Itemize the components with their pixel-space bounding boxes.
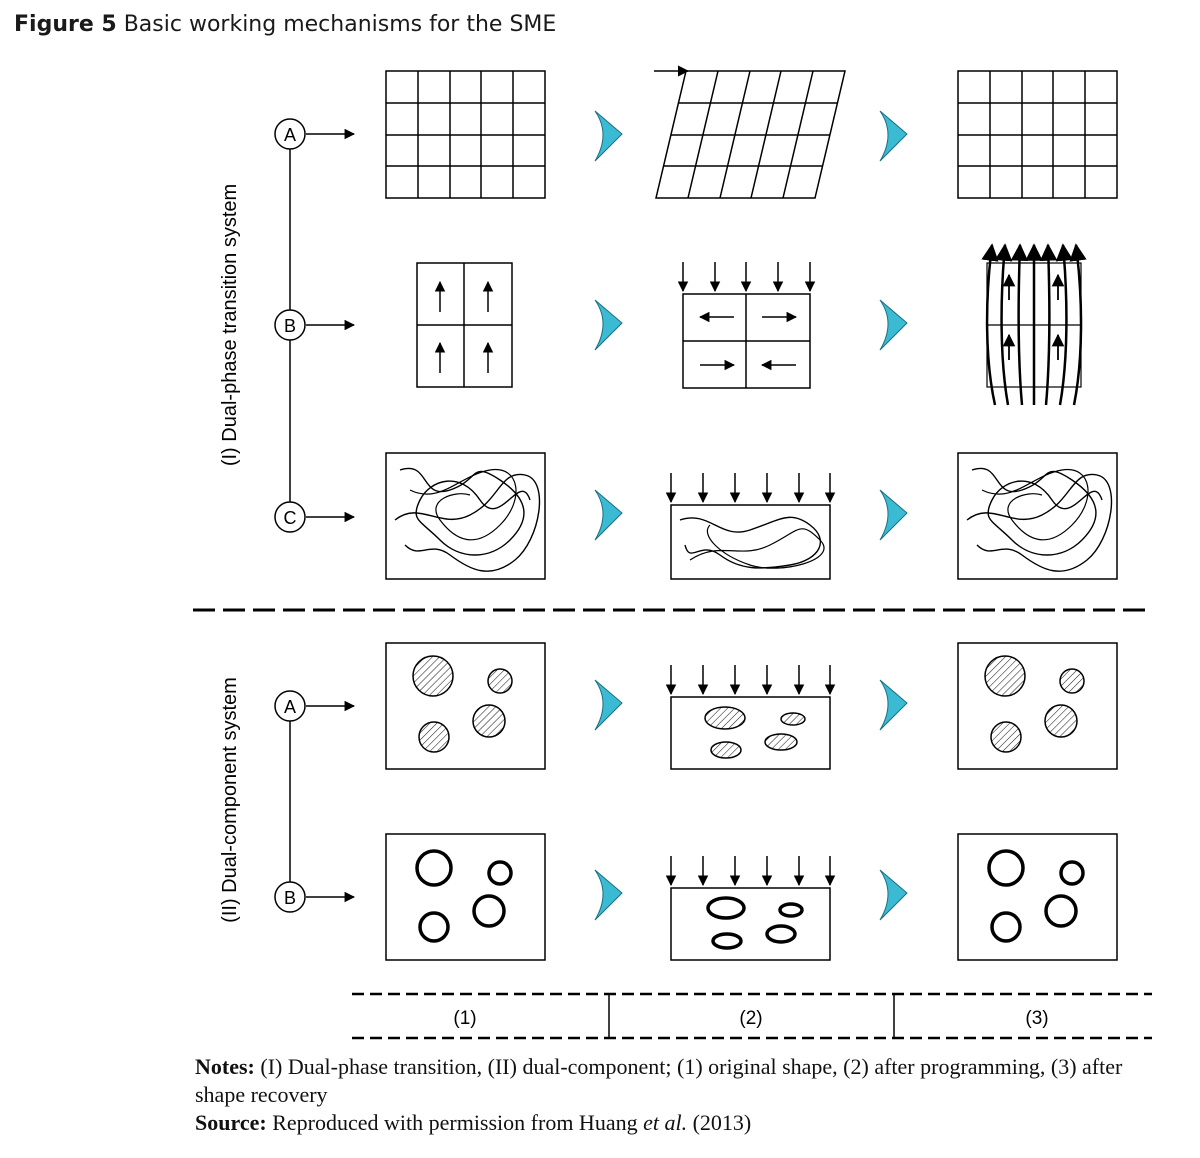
row-1B-domains-original — [416, 262, 513, 388]
chevron-icon — [879, 299, 908, 351]
chevron-icon — [879, 110, 908, 162]
figure-notes: Notes: (I) Dual-phase transition, (II) d… — [195, 1053, 1155, 1137]
row-1C-chains-recovered — [957, 452, 1118, 580]
chevron-icon — [879, 869, 908, 921]
row-1C-chains-programmed — [665, 473, 836, 580]
figure-caption: Basic working mechanisms for the SME — [123, 12, 557, 37]
figure-title: Figure 5 Basic working mechanisms for th… — [14, 12, 556, 37]
system-label-2: (II) Dual-component system — [219, 677, 241, 923]
row-2A-particles-original — [385, 642, 546, 770]
chevron-icon — [594, 869, 623, 921]
source-text: Reproduced with permission from Huang — [272, 1110, 644, 1135]
branch-1B: B — [274, 309, 356, 341]
notes-text: (I) Dual-phase transition, (II) dual-com… — [195, 1054, 1123, 1107]
branch-label: A — [284, 125, 296, 145]
system-label-1: (I) Dual-phase transition system — [219, 184, 241, 466]
branch-1C: C — [274, 501, 356, 533]
row-1B-domains-recovered — [981, 243, 1087, 406]
row-1A-grid-recovered — [957, 70, 1118, 199]
branch-2B: B — [274, 881, 356, 913]
source-italic: et al. — [643, 1110, 688, 1135]
row-1A-grid-sheared — [654, 65, 846, 199]
row-2B-rings-original — [385, 833, 546, 961]
chevrons — [594, 110, 908, 921]
row-2A-particles-programmed — [665, 665, 836, 770]
branch-label: C — [284, 508, 297, 528]
chevron-icon — [879, 489, 908, 541]
column-label-3: (3) — [1025, 1008, 1048, 1029]
chevron-icon — [594, 679, 623, 731]
column-label-2: (2) — [739, 1008, 762, 1029]
source-line: Source: Reproduced with permission from … — [195, 1109, 1155, 1137]
notes-label: Notes: — [195, 1054, 255, 1079]
source-year: (2013) — [687, 1110, 752, 1135]
chevron-icon — [594, 299, 623, 351]
branch-label: A — [284, 697, 296, 717]
branch-label: B — [284, 316, 296, 336]
row-2B-rings-programmed — [665, 856, 836, 961]
chevron-icon — [594, 489, 623, 541]
column-label-1: (1) — [453, 1008, 476, 1029]
chevron-icon — [879, 679, 908, 731]
figure-label: Figure 5 — [14, 12, 117, 37]
row-2B-rings-recovered — [957, 833, 1118, 961]
branch-label: B — [284, 888, 296, 908]
branch-2A: A — [274, 690, 356, 722]
row-1A-grid-original — [385, 70, 546, 199]
chevron-icon — [594, 110, 623, 162]
row-1C-chains-original — [385, 452, 546, 580]
sme-diagram: (I) Dual-phase transition system (II) Du… — [193, 65, 1152, 1040]
notes-line: Notes: (I) Dual-phase transition, (II) d… — [195, 1053, 1155, 1109]
branch-1A: A — [274, 118, 356, 150]
source-label: Source: — [195, 1110, 267, 1135]
row-2A-particles-recovered — [957, 642, 1118, 770]
row-1B-domains-programmed — [677, 262, 816, 389]
